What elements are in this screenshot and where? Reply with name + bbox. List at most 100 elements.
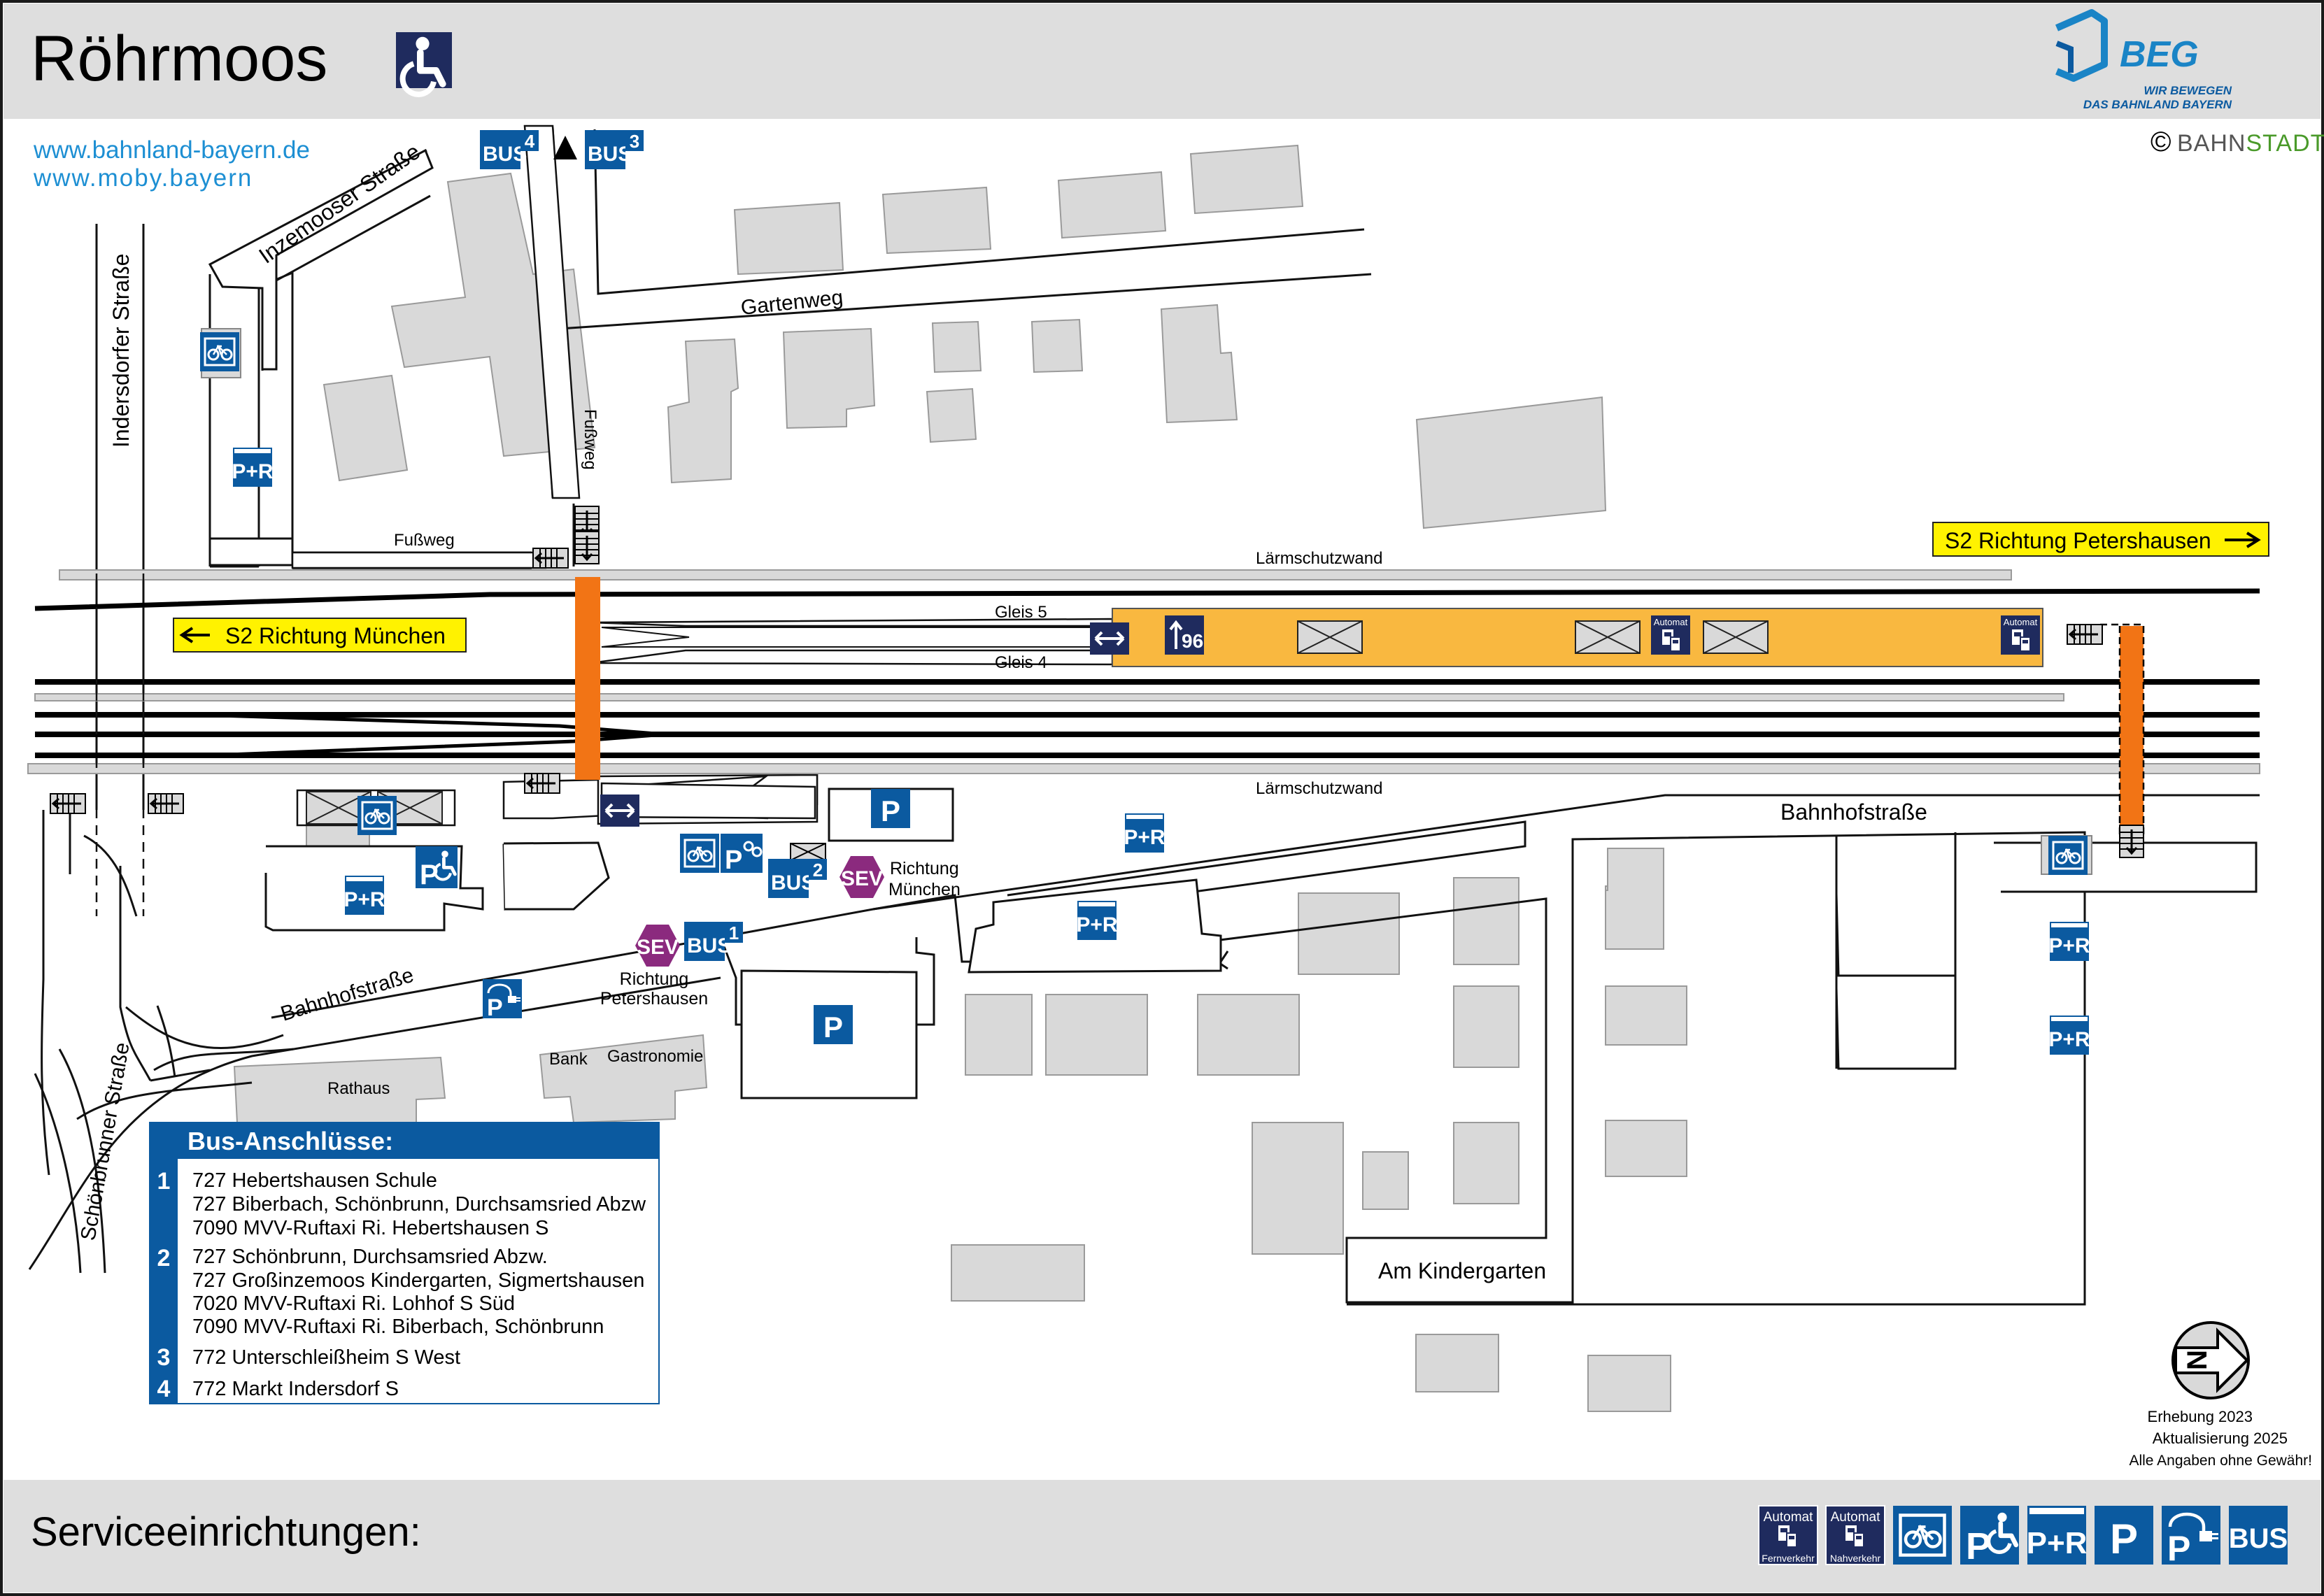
parking-p-label: P [881,795,900,827]
s2-muenchen-label: S2 Richtung München [225,623,446,648]
parking-p-label: P [725,846,742,875]
sev-direction-petershausen: Petershausen [600,989,708,1009]
park-and-ride-label: P+R [2027,1526,2088,1560]
bus-stop-number: 1 [157,1168,171,1195]
street-label-am-kindergarten: Am Kindergarten [1378,1258,1546,1283]
bus-line: 772 Unterschleißheim S West [192,1346,460,1369]
copyright-name-stadt: STADT [2246,130,2324,157]
ticket-machine-label: Automat [2004,617,2038,627]
ev-charging-icon: P [481,978,523,1021]
buildings [233,144,1687,1412]
disabled-parking-icon: P [1960,1506,2019,1567]
stairs-icon [2066,623,2104,646]
service-legend: Automat Fernverkehr Automat Nahverkehr P… [1758,1505,2288,1568]
ticket-machine-label: Automat [1654,617,1688,627]
bus-stop-number: 4 [157,1376,171,1402]
bus-line: 727 Biberbach, Schönbrunn, Durchsamsried… [192,1193,646,1216]
platform-height-sign: 96 [1165,615,1204,655]
stairs-icon [574,530,600,565]
fernverkehr-label: Fernverkehr [1762,1553,1815,1564]
park-and-ride-label: P+R [1124,826,1165,849]
sev-direction-label: Richtung [890,859,959,878]
underpass-west [575,577,600,780]
bus-stop-2: BUS 2 [768,859,827,898]
noise-wall-label-south: Lärmschutzwand [1256,779,1382,798]
disclaimer: Alle Angaben ohne Gewähr! [2129,1453,2312,1469]
place-label-gastronomie: Gastronomie [607,1047,703,1066]
bike-parking-icon [199,331,241,373]
parking-p-label: P [2110,1516,2138,1562]
ticket-machine-label: Automat [1831,1510,1880,1525]
beg-logo: BEG WIR BEWEGEN DAS BAHNLAND BAYERN [2055,9,2232,111]
escalator-icon [599,793,641,828]
bus-line: 772 Markt Indersdorf S [192,1378,399,1400]
ev-charging-icon: P [2162,1506,2220,1568]
bus-icon: BUS [2229,1506,2288,1565]
underpass-east [2120,626,2144,834]
parking-p-label: P [823,1011,843,1043]
update-year: Aktualisierung 2025 [2153,1430,2288,1447]
bike-parking-icon [1893,1506,1952,1565]
bus-label: BUS [771,871,815,895]
sev-stop-muenchen: SEV [839,856,884,898]
place-label-rathaus: Rathaus [327,1079,390,1098]
parking-p-label: P [487,995,503,1021]
footpath-label: Fußweg [394,531,455,550]
bus-connections-title: Bus-Anschlüsse: [187,1127,393,1155]
footpath-label-vertical: Fußweg [581,409,600,470]
park-and-ride-signs: P+R P+R P+R P+R P+R P+R [232,448,2090,1055]
website-link-moby[interactable]: www.moby.bayern [33,164,253,192]
bus-stop-number: 4 [525,131,535,152]
park-and-ride-label: P+R [343,888,385,911]
street-label-bahnhofstrasse-east: Bahnhofstraße [1780,799,1927,825]
stairs-icon [147,792,185,815]
ticket-machine-nahverkehr: Automat [2001,615,2040,655]
bus-stop-number: 3 [157,1344,171,1371]
shelter-icon [1703,620,1769,654]
stairs-icon [523,772,561,795]
s2-petershausen-label: S2 Richtung Petershausen [1945,528,2211,553]
stairs-icon [49,792,87,815]
escalator-icon [1089,621,1131,656]
disabled-parking-icon: P [416,846,458,890]
wheelchair-accessible-icon [396,32,452,94]
track-label-gleis-4: Gleis 4 [995,653,1047,672]
bus-label: BUS [687,934,731,957]
ticket-machine-fernverkehr-icon: Automat Fernverkehr [1758,1505,1818,1565]
bus-line: 7020 MVV-Ruftaxi Ri. Lohhof S Süd [192,1292,515,1315]
park-and-ride-label: P+R [232,460,274,483]
website-link-bahnland[interactable]: www.bahnland-bayern.de [33,136,310,164]
shelter-icon [1297,620,1363,654]
station-title: Röhrmoos [31,23,327,94]
sev-label: SEV [637,936,679,959]
compass-letter: N [2182,1350,2213,1370]
parking-p-label: P [2167,1529,2190,1568]
shelter-icon [1575,620,1641,654]
parking-signs: P P P [416,789,910,1044]
copyright-symbol: © [2151,127,2171,157]
beg-tagline-2: DAS BAHNLAND BAYERN [2083,98,2232,111]
compass-icon: N [2171,1321,2250,1399]
sev-direction-label: Richtung [620,969,689,989]
bus-line: 7090 MVV-Ruftaxi Ri. Hebertshausen S [192,1217,548,1239]
ticket-machine-nahverkehr-icon: Automat Nahverkehr [1825,1505,1885,1565]
s2-petershausen-sign: S2 Richtung Petershausen [1932,522,2269,557]
street-label-indersdorfer: Indersdorfer Straße [108,254,134,448]
bus-label: BUS [483,143,527,166]
place-label-bank: Bank [549,1050,588,1069]
stairs-icon [532,547,569,569]
stairs-icon [2118,824,2145,859]
parking-icon: P [2095,1506,2153,1565]
sev-label: SEV [841,867,883,890]
north-arrow-icon [553,136,577,159]
parking-p-label: P [1966,1525,1991,1567]
bus-label: BUS [2229,1523,2288,1554]
header-band [3,3,2321,119]
bus-connections-panel: Bus-Anschlüsse: 1 727 Hebertshausen Schu… [149,1122,660,1404]
bike-parking-p-icon: P [721,834,763,875]
bus-stop-number: 2 [813,860,823,881]
noise-wall-label-north: Lärmschutzwand [1256,549,1382,568]
bus-stop-number: 1 [729,922,739,943]
bike-parking-icon [679,832,721,874]
